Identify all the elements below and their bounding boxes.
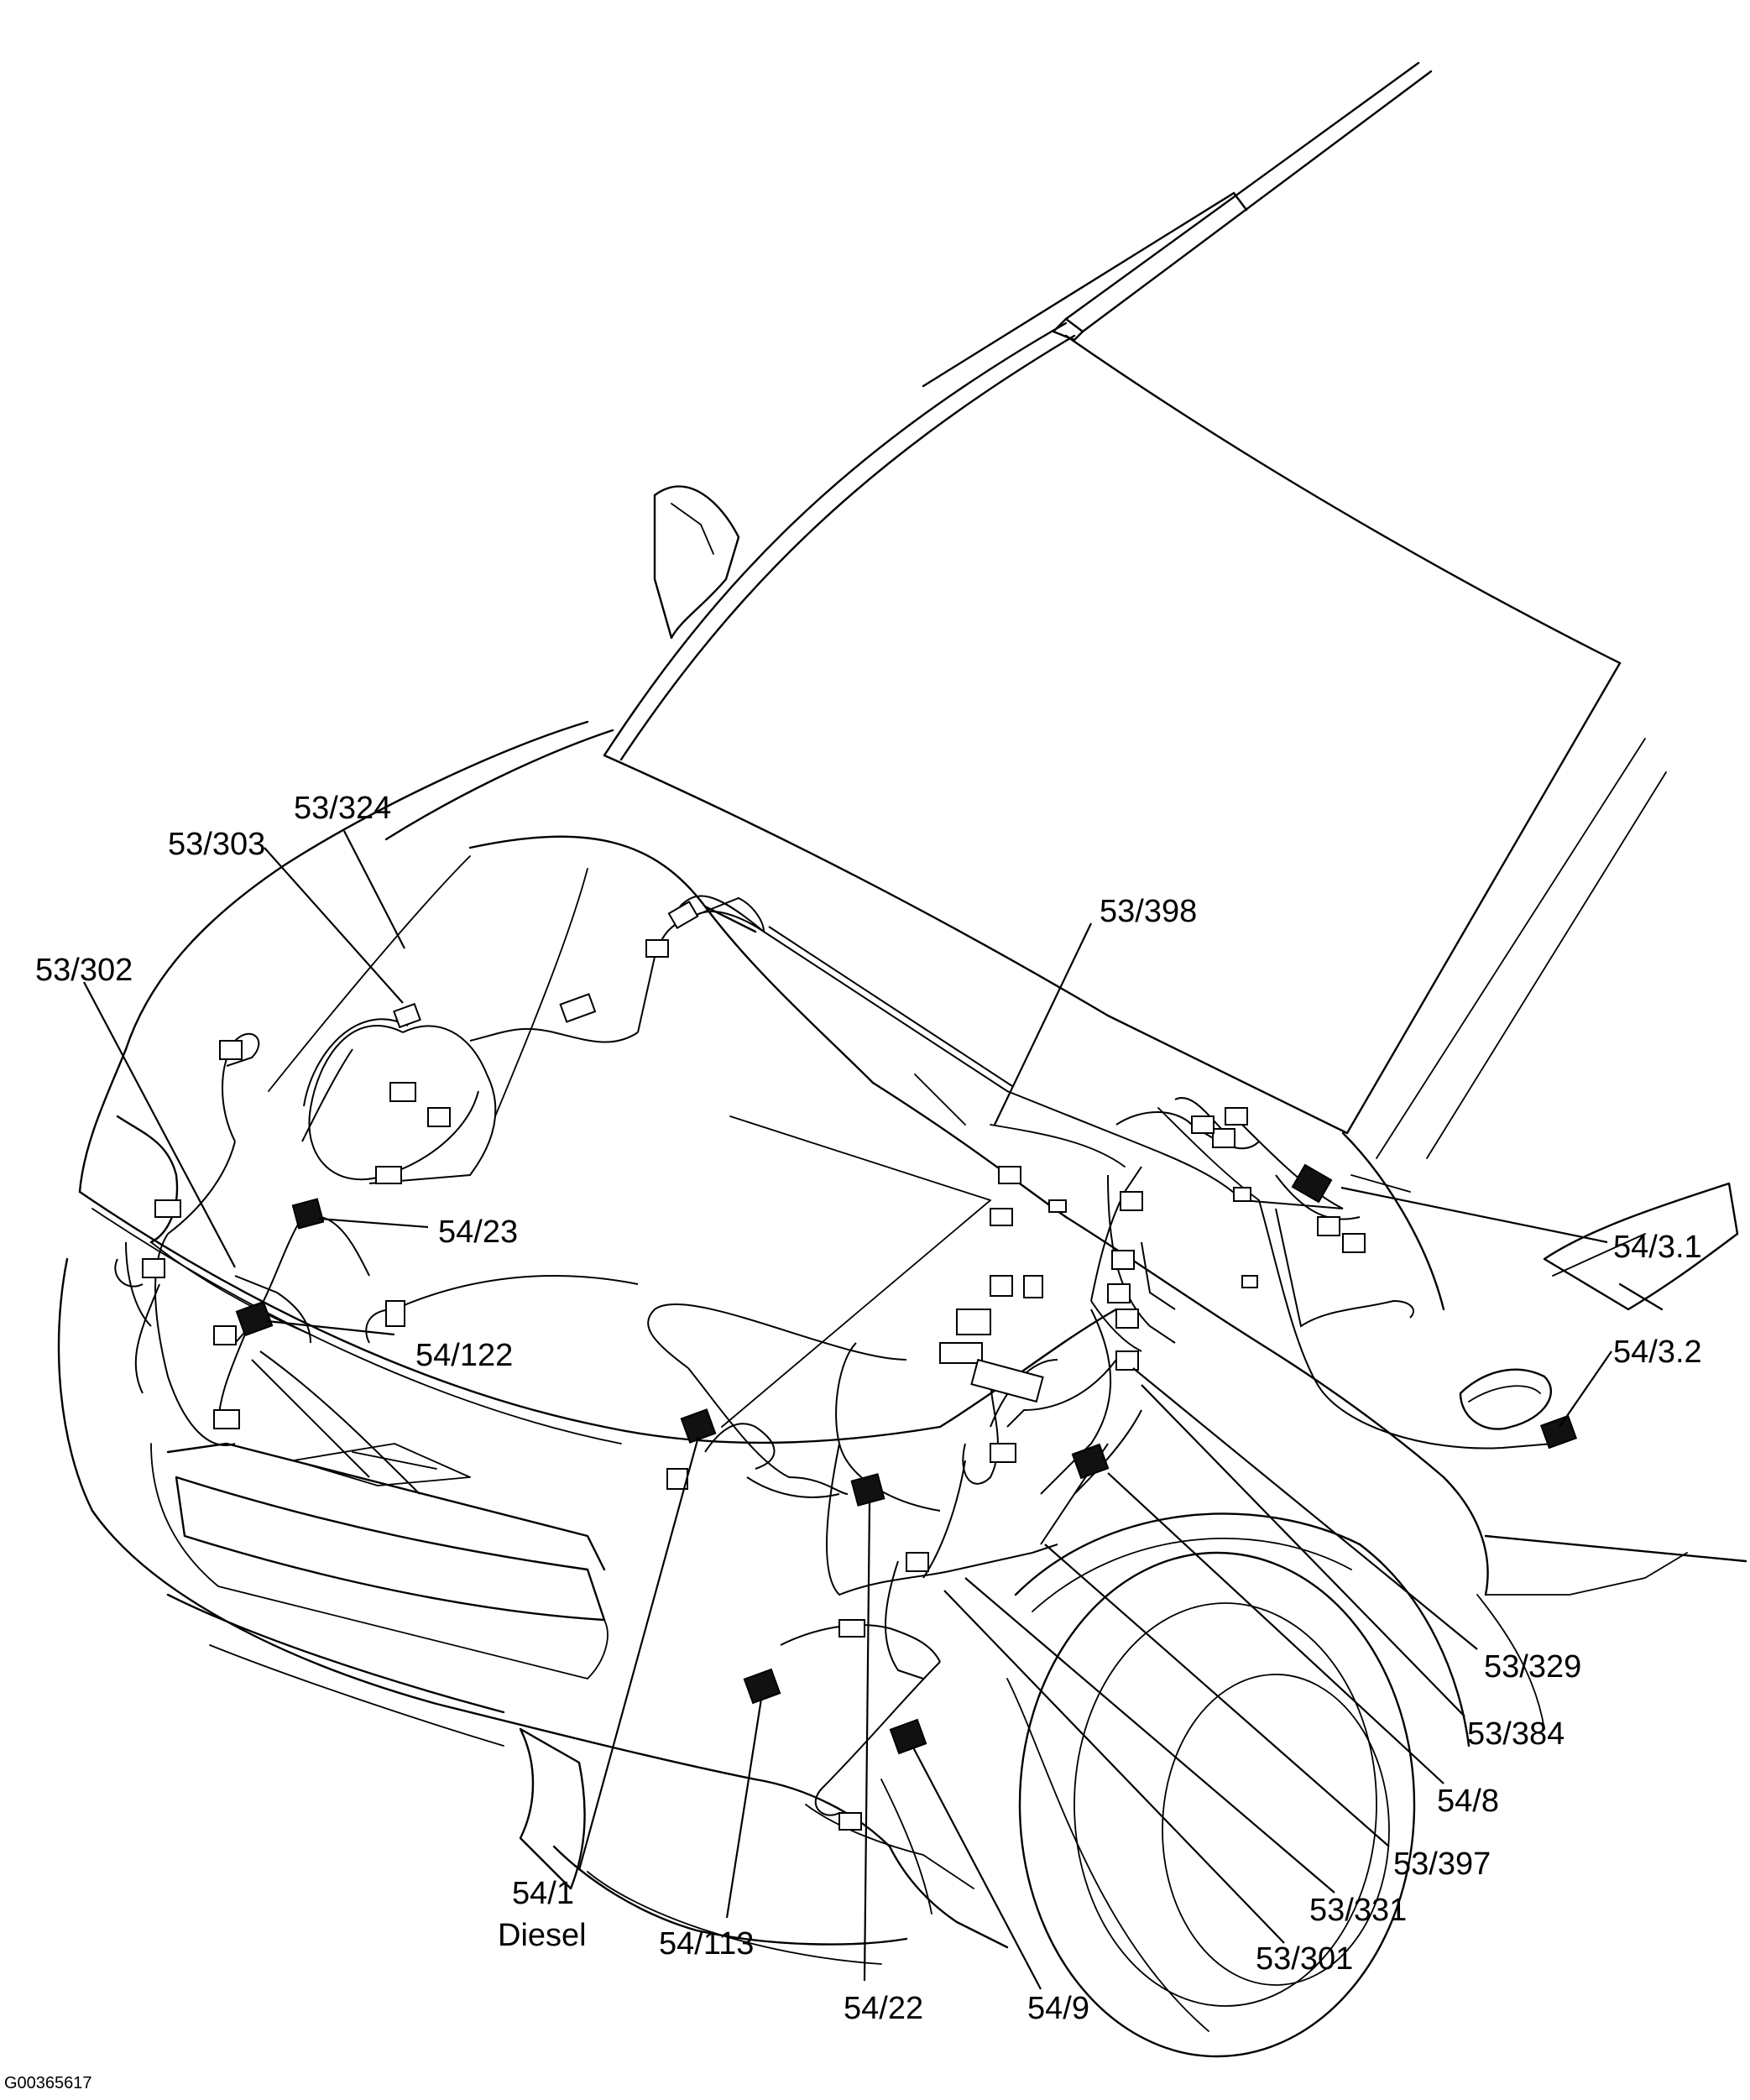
label-54-3-1: 54/3.1: [1613, 1230, 1702, 1265]
leader-lines: [83, 830, 1612, 1990]
label-54-1-note: Diesel: [498, 1918, 587, 1953]
wiring-harness: [114, 895, 1554, 1816]
label-53-324: 53/324: [294, 791, 391, 826]
connectors: [142, 900, 1578, 1831]
label-54-22: 54/22: [844, 1991, 923, 2026]
label-53-302: 53/302: [35, 953, 133, 988]
label-53-398: 53/398: [1100, 894, 1197, 929]
label-53-397: 53/397: [1393, 1847, 1491, 1882]
label-53-303: 53/303: [168, 827, 265, 862]
label-54-1: 54/1: [512, 1876, 574, 1911]
figure-id: G00365617: [4, 2074, 92, 2092]
label-54-122: 54/122: [415, 1338, 513, 1373]
label-54-113: 54/113: [659, 1926, 754, 1962]
label-54-8: 54/8: [1437, 1784, 1499, 1819]
label-53-329: 53/329: [1484, 1649, 1581, 1685]
callout-labels: 53/324 53/303 53/302 53/398 54/23 54/122…: [35, 791, 1702, 2026]
label-54-3-2: 54/3.2: [1613, 1335, 1702, 1370]
label-54-9: 54/9: [1027, 1991, 1089, 2026]
label-53-301: 53/301: [1256, 1941, 1353, 1977]
label-54-23: 54/23: [438, 1215, 518, 1250]
label-53-331: 53/331: [1309, 1893, 1407, 1928]
car-body: [57, 61, 1747, 2058]
label-53-384: 53/384: [1467, 1716, 1565, 1752]
